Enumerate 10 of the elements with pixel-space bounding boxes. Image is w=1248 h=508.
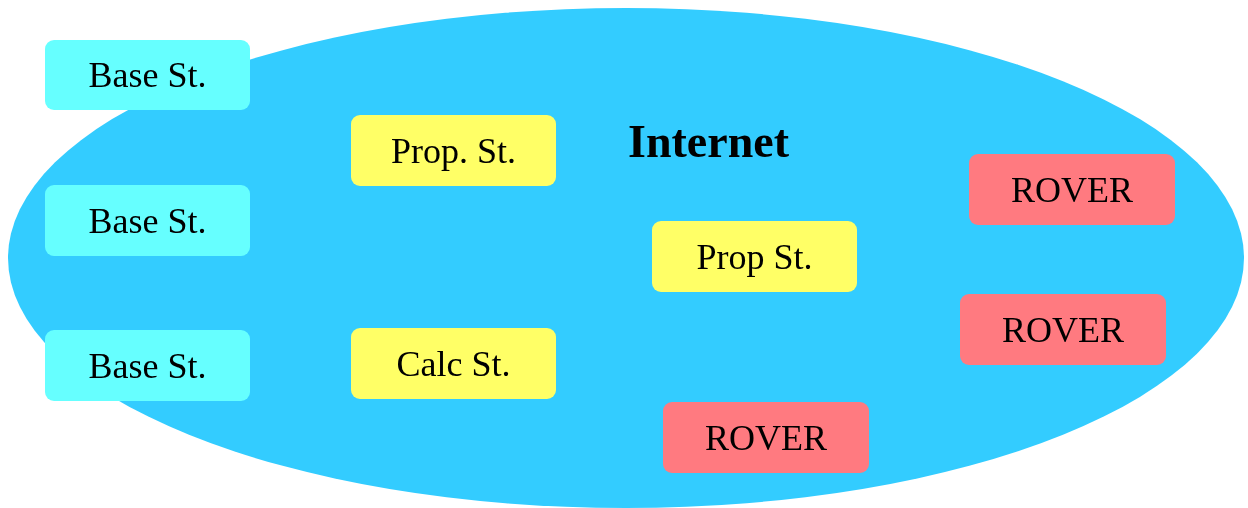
station-box: Base St. xyxy=(45,185,250,256)
rover-box: ROVER xyxy=(969,154,1175,225)
rover-box: ROVER xyxy=(960,294,1166,365)
station-box: Calc St. xyxy=(351,328,556,399)
rover-box: ROVER xyxy=(663,402,869,473)
station-box: Prop St. xyxy=(652,221,857,292)
station-box: Base St. xyxy=(45,40,250,110)
station-box: Prop. St. xyxy=(351,115,556,186)
network-title: Internet xyxy=(628,115,789,168)
network-ellipse xyxy=(8,8,1244,508)
